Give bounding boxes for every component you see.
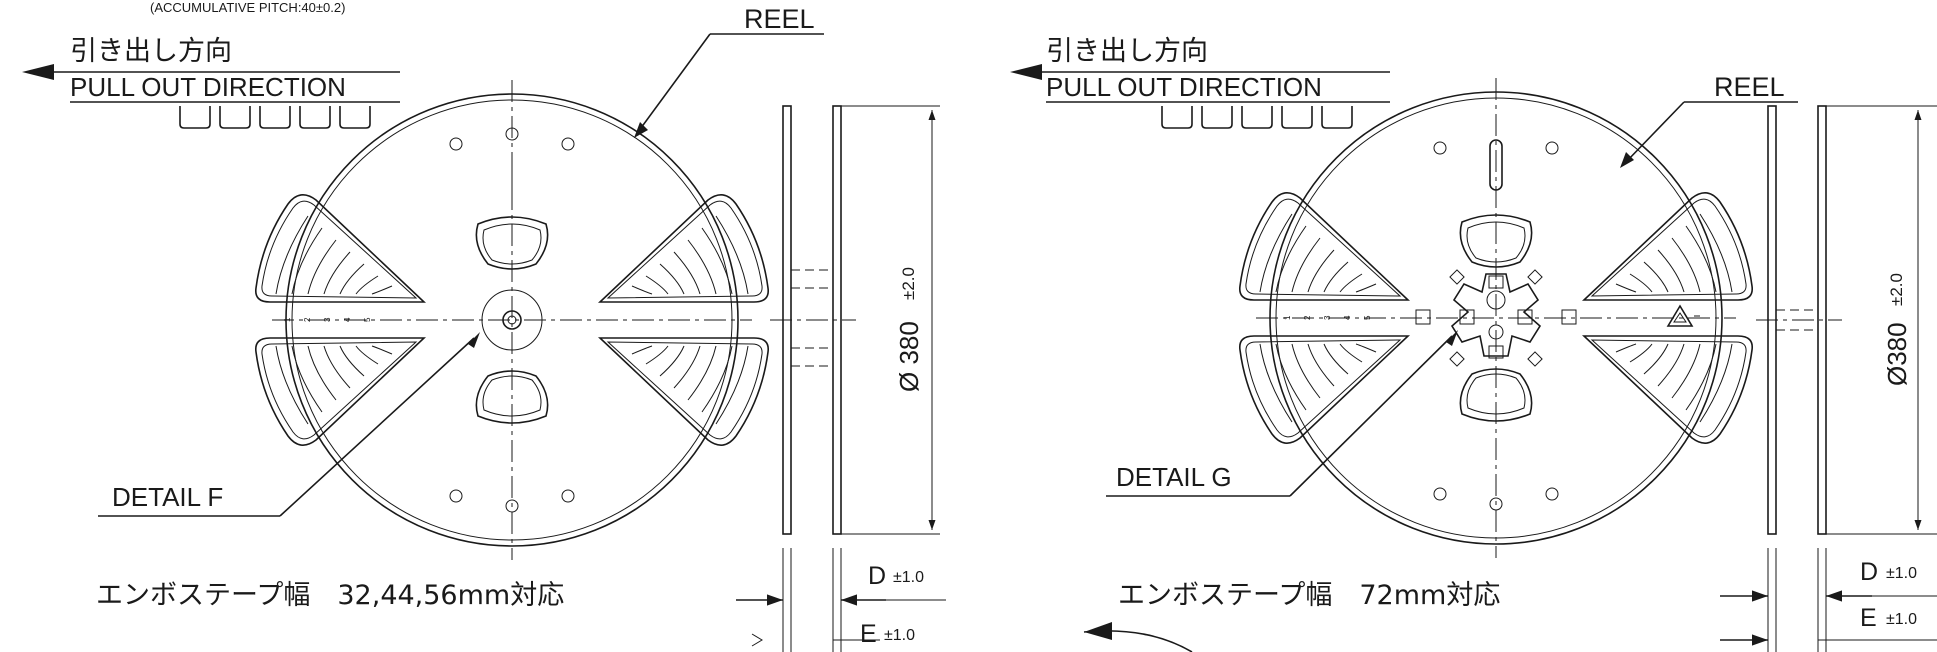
left-reel-drawing: 引き出し方向 PULL OUT DIRECTION [22, 4, 946, 652]
right-diameter-label: Ø380 [1882, 322, 1912, 386]
left-reel-label: REEL [744, 4, 815, 34]
right-partial-arc [1083, 622, 1193, 652]
left-direction-en: PULL OUT DIRECTION [70, 72, 346, 102]
left-dim-d: D [868, 562, 886, 590]
left-reel-face [254, 80, 770, 560]
right-pull-out-arrow [1010, 64, 1390, 103]
right-hub-mark-5: 5 [1363, 315, 1372, 320]
left-tape-width-text: エンボステープ幅 32,44,56mm対応 [96, 580, 564, 611]
right-hub-mark-1: 1 [1283, 315, 1292, 320]
header-note: (ACCUMULATIVE PITCH:40±0.2) [150, 0, 345, 15]
left-reel-leader [634, 33, 824, 138]
right-tape-pockets [1161, 106, 1353, 129]
right-hub-mark-3: 3 [1323, 315, 1332, 320]
left-hub-mark-2: 2 [303, 317, 312, 322]
right-reel-face [1238, 78, 1754, 558]
left-hub-mark-1: 1 [283, 317, 292, 322]
right-dim-d-tol: ±1.0 [1886, 565, 1917, 582]
right-dim-e-tol: ±1.0 [1886, 611, 1917, 628]
right-recycle-icon [1666, 304, 1700, 327]
right-dim-d: D [1860, 558, 1878, 586]
right-reel-side-view [1756, 105, 1937, 535]
right-tape-width-text: エンボステープ幅 72mm対応 [1118, 580, 1500, 611]
right-direction-en: PULL OUT DIRECTION [1046, 72, 1322, 102]
right-detail-label: DETAIL G [1116, 462, 1232, 492]
left-diameter-label: Ø 380 [894, 321, 924, 392]
right-hub-mark-4: 4 [1343, 315, 1352, 320]
left-dim-e: E [860, 620, 877, 648]
left-hub-mark-4: 4 [343, 317, 352, 322]
right-hub-scale: 1 2 3 4 5 [1283, 315, 1372, 320]
right-hub-mark-2: 2 [1303, 315, 1312, 320]
right-dim-e: E [1860, 604, 1877, 632]
left-detail-label: DETAIL F [112, 482, 223, 512]
left-diameter-tol: ±2.0 [899, 267, 918, 300]
right-detail-leader [1106, 330, 1458, 497]
left-hub-scale: 1 2 3 4 5 [283, 317, 372, 322]
right-reel-drawing: 引き出し方向 PULL OUT DIRECTION [1010, 36, 1937, 652]
right-diameter-tol: ±2.0 [1887, 273, 1906, 306]
right-width-dimensions [1720, 548, 1937, 652]
left-pull-out-arrow [22, 64, 400, 103]
left-hub-mark-5: 5 [363, 317, 372, 322]
left-reel-side-view [770, 105, 940, 535]
right-reel-leader [1620, 101, 1798, 168]
left-width-dimensions [736, 548, 946, 652]
left-dim-d-tol: ±1.0 [893, 569, 924, 586]
left-tape-pockets [179, 106, 371, 129]
left-diameter-dimension: Ø 380 ±2.0 [894, 267, 924, 392]
right-reel-label: REEL [1714, 72, 1785, 102]
left-direction-jp: 引き出し方向 [70, 36, 232, 67]
left-detail-leader [98, 332, 480, 517]
right-diameter-dimension: Ø380 ±2.0 [1882, 273, 1912, 386]
left-hub-mark-3: 3 [323, 317, 332, 322]
left-dim-e-tol: ±1.0 [884, 627, 915, 644]
right-direction-jp: 引き出し方向 [1046, 36, 1208, 67]
